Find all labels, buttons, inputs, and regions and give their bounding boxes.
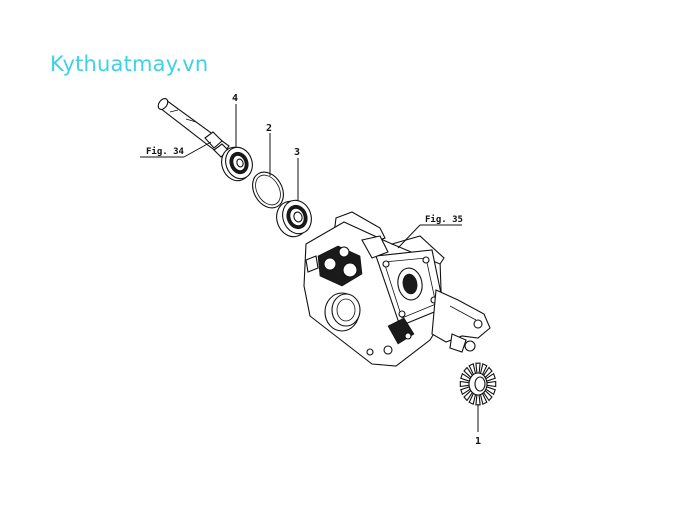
callout-4: 4 [232,93,238,104]
callout-2: 2 [266,123,272,134]
callout-1: 1 [475,436,481,447]
gear-case-housing [303,211,491,367]
gear-tooth [459,380,471,388]
fig35-label: Fig. 35 [425,214,463,225]
bevel-gear-part-1 [459,362,497,406]
shaft [157,98,230,158]
bearing-part-3 [276,199,312,238]
fig34-reference: Fig. 34 [140,141,212,158]
watermark-text: Kythuatmay.vn [50,52,209,76]
bearing-part-4 [221,146,253,182]
fig35-reference: Fig. 35 [397,214,463,249]
gear-tooth [485,380,497,388]
callout-3: 3 [294,147,300,158]
snap-ring-part-2 [252,171,284,209]
fig34-label: Fig. 34 [146,146,185,157]
